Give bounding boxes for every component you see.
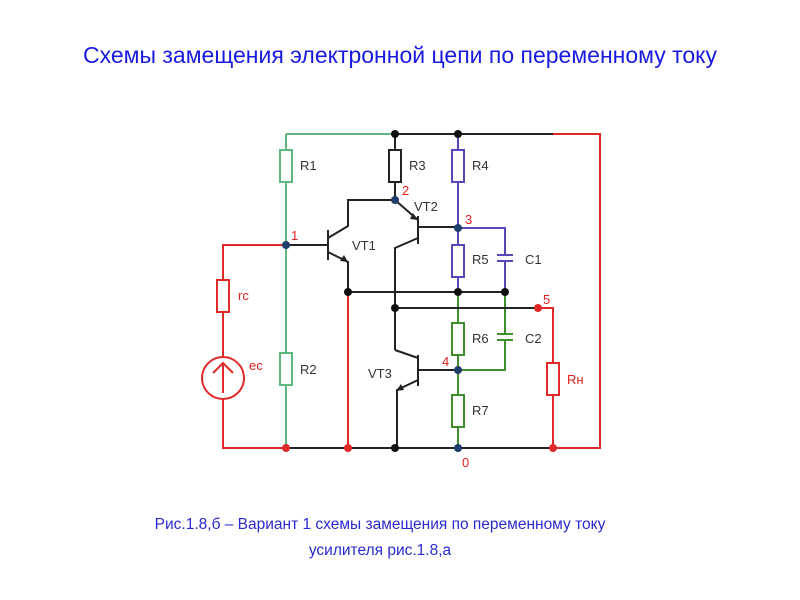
resistor-r1 [279, 149, 293, 183]
label-r7: R7 [472, 403, 489, 418]
resistor-rn [546, 362, 560, 396]
label-r2: R2 [300, 362, 317, 377]
resistor-r4 [451, 149, 465, 183]
capacitor-c2 [497, 333, 513, 341]
wire-source-red [222, 244, 286, 449]
resistor-r3 [388, 149, 402, 183]
junction-dots [282, 130, 557, 452]
wire-load-red [538, 307, 554, 448]
node-1-label: 1 [291, 228, 298, 243]
resistor-r5 [451, 244, 465, 278]
emitter-arrow-icon [340, 255, 348, 262]
capacitor-c1 [497, 254, 513, 262]
label-r5: R5 [472, 252, 489, 267]
label-r3: R3 [409, 158, 426, 173]
node-4-label: 4 [442, 354, 449, 369]
wire-green-lower [457, 292, 506, 448]
label-r6: R6 [472, 331, 489, 346]
label-r4: R4 [472, 158, 489, 173]
label-c2: C2 [525, 331, 542, 346]
label-c1: C1 [525, 252, 542, 267]
label-rc: rc [238, 288, 249, 303]
emitter-arrow-icon [410, 213, 418, 220]
label-r1: R1 [300, 158, 317, 173]
resistor-r7 [451, 394, 465, 428]
capacitor-gap [498, 256, 512, 260]
resistor-r2 [279, 352, 293, 386]
transistor-vt3 [394, 349, 458, 448]
node-2-label: 2 [402, 183, 409, 198]
label-vt1: VT1 [352, 238, 376, 253]
wire-right-red [553, 133, 601, 449]
caption-line-1: Рис.1.8,б – Вариант 1 схемы замещения по… [154, 516, 606, 533]
node-5-label: 5 [543, 292, 550, 307]
node-3-label: 3 [465, 212, 472, 227]
label-rn: Rн [567, 372, 584, 387]
resistor-rc [216, 279, 230, 313]
transistor-vt2 [394, 199, 458, 350]
arrow-up-icon [212, 361, 234, 393]
capacitor-gap [498, 334, 512, 339]
page-title: Схемы замещения электронной цепи по пере… [83, 42, 717, 68]
node-0-label: 0 [462, 455, 469, 470]
resistor-r6 [451, 322, 465, 356]
caption-line-2: усилителя рис.1.8,а [308, 542, 452, 559]
figure-caption: Рис.1.8,б – Вариант 1 схемы замещения по… [110, 512, 650, 564]
emitter-arrow-icon [396, 384, 404, 391]
label-vt2: VT2 [414, 199, 438, 214]
transistor-vt1 [286, 199, 395, 292]
label-vt3: VT3 [368, 366, 392, 381]
label-ec: ec [249, 358, 263, 373]
